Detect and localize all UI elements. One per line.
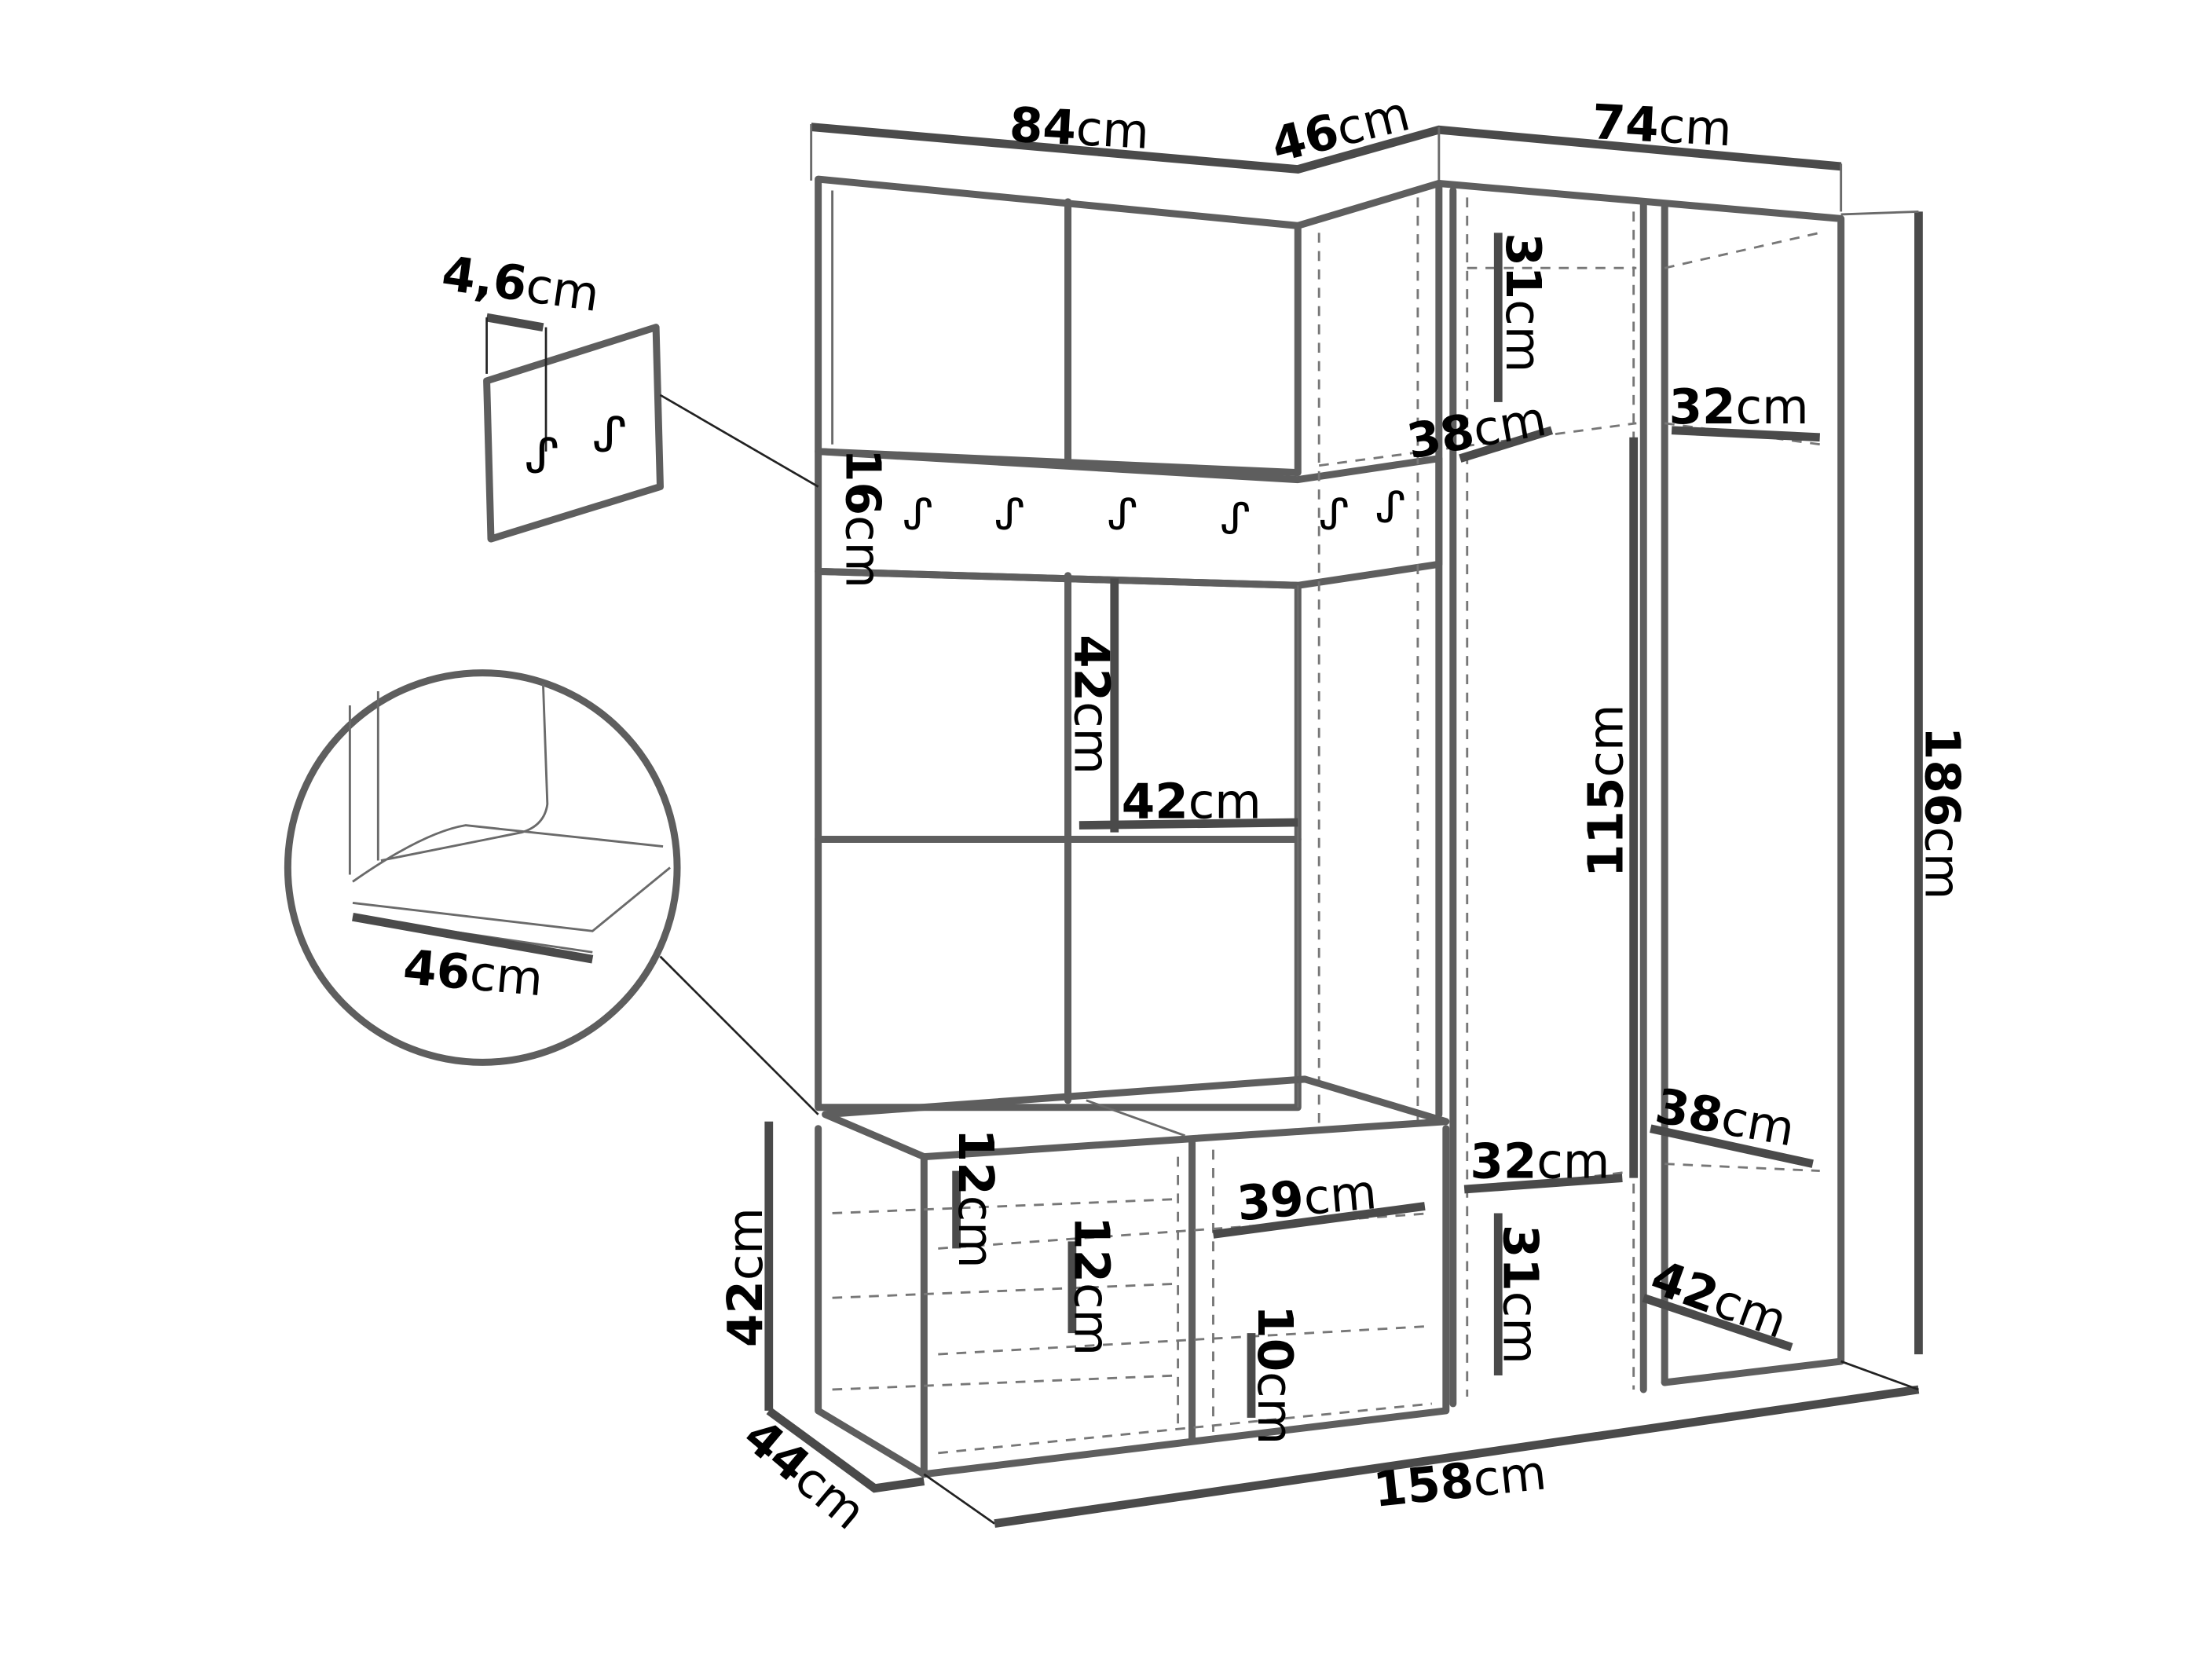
label-wardrobe-bottom-shelf: 32cm: [1470, 1134, 1610, 1190]
label-wardrobe-top-shelf: 38cm: [1403, 391, 1551, 471]
hook-icon: ᔑ: [1220, 494, 1250, 544]
label-bench-shelf-width: 39cm: [1235, 1164, 1379, 1232]
label-hook-panel-depth: 4,6cm: [438, 246, 602, 323]
label-total-width: 158cm: [1371, 1445, 1549, 1518]
dimension-labels: 84cm 46cm 74cm 4,6cm 16cm 31cm 38cm 32cm…: [401, 86, 1970, 1540]
label-wardrobe-top-compartment: 31cm: [1495, 233, 1551, 372]
bench: [815, 1075, 1450, 1478]
label-panel-height: 42cm: [1063, 635, 1119, 775]
label-bench-drawer-height-1: 12cm: [947, 1129, 1003, 1269]
hook-icon: ᔑ: [994, 489, 1024, 539]
label-hook-rail-height: 16cm: [835, 449, 891, 588]
label-wardrobe-right-bottom-shelf: 38cm: [1651, 1079, 1799, 1158]
wall-panels: [815, 175, 1443, 1129]
label-bench-height: 42cm: [718, 1207, 774, 1347]
coat-hooks: ᔑ ᔑ ᔑ ᔑ ᔑ ᔑ: [903, 482, 1405, 543]
label-wardrobe-hanging-height: 115cm: [1578, 705, 1634, 877]
label-wardrobe-right-top-shelf: 32cm: [1669, 379, 1809, 435]
hook-icon: ᔑ: [1375, 482, 1405, 532]
label-seat-cushion-width: 46cm: [401, 939, 545, 1007]
label-total-height: 186cm: [1914, 727, 1969, 899]
hook-icon: ᔑ: [1319, 489, 1349, 539]
label-wardrobe-bottom-compartment: 31cm: [1492, 1225, 1547, 1364]
label-bench-drawer-height-2: 12cm: [1063, 1216, 1119, 1356]
label-top-right-width: 74cm: [1591, 94, 1733, 157]
hook-icon: ᔑ: [1108, 489, 1137, 539]
base-dimension-lines: [764, 210, 1923, 1528]
measurement-bars: [952, 233, 1820, 1418]
seat-detail-magnifier: [284, 669, 819, 1115]
hook-icon: ᔑ: [525, 429, 558, 485]
label-bench-bottom-height: 10cm: [1247, 1305, 1302, 1445]
hook-panel-detail: ᔑ ᔑ: [483, 313, 819, 543]
hook-icon: ᔑ: [903, 489, 932, 539]
hook-icon: ᔑ: [592, 408, 626, 463]
label-panel-width: 42cm: [1122, 775, 1262, 830]
top-dimension-lines: [810, 123, 1843, 212]
label-top-left-width: 84cm: [1008, 97, 1150, 160]
